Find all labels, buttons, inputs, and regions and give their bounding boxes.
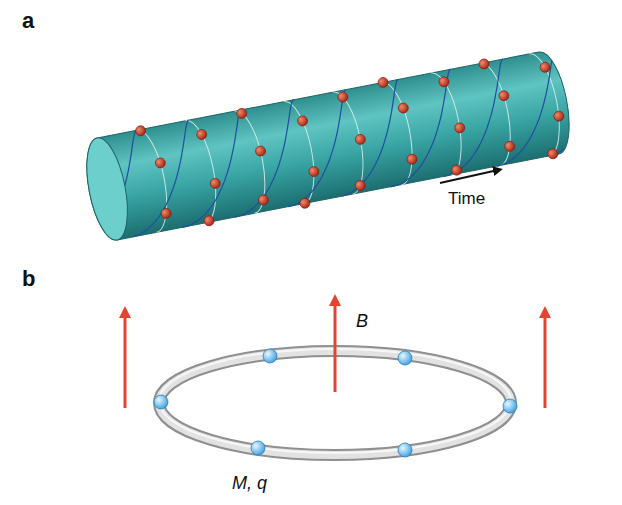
ion-dots: [154, 349, 517, 457]
panel-label: b: [22, 268, 35, 290]
axis-label: Time: [448, 190, 485, 207]
field-label: B: [356, 312, 368, 330]
time-crystal-cylinder: [79, 44, 578, 248]
ion-label: M, q: [232, 474, 267, 492]
time-arrow: [440, 170, 498, 183]
panel-label: a: [22, 10, 34, 32]
magnetic-field-arrows: [125, 300, 545, 408]
